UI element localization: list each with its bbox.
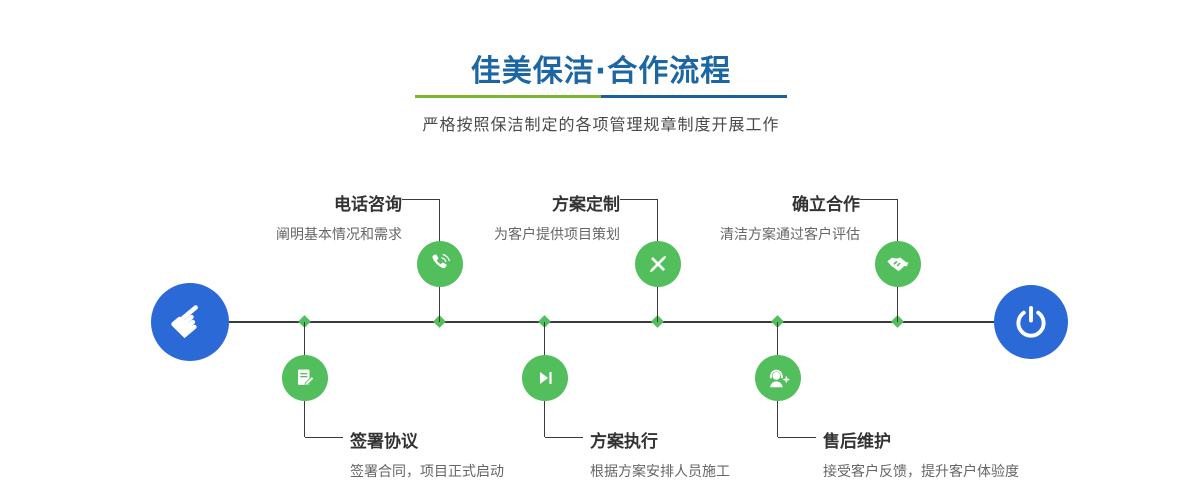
step-desc: 清洁方案通过客户评估 xyxy=(720,227,860,243)
start-node: ☛ xyxy=(151,283,229,361)
step-label: 电话咨询 xyxy=(334,195,402,215)
connector-line xyxy=(778,437,816,438)
connector-line xyxy=(657,199,658,241)
hand-pointer-icon: ☛ xyxy=(158,289,222,354)
step-texts: 确立合作 清洁方案通过客户评估 xyxy=(620,190,860,244)
step-texts: 售后维护 接受客户反馈，提升客户体验度 xyxy=(823,427,1123,481)
connector-line xyxy=(897,287,898,322)
step-desc: 接受客户反馈，提升客户体验度 xyxy=(823,464,1019,480)
play-next-icon xyxy=(539,372,552,384)
step-label: 售后维护 xyxy=(823,432,891,452)
divider-green-segment xyxy=(415,95,601,98)
end-node xyxy=(994,285,1068,359)
page-title: 佳美保洁·合作流程 xyxy=(470,54,732,89)
customer-service-icon xyxy=(769,369,790,388)
step-desc: 为客户提供项目策划 xyxy=(494,227,620,243)
step-texts: 方案执行 根据方案安排人员施工 xyxy=(590,427,890,481)
connector-line xyxy=(777,401,778,437)
connector-line xyxy=(620,199,658,200)
design-tools-icon xyxy=(649,255,667,273)
step-desc: 根据方案安排人员施工 xyxy=(590,464,730,480)
step-circle xyxy=(522,355,568,401)
connector-line xyxy=(544,401,545,437)
step-texts: 方案定制 为客户提供项目策划 xyxy=(380,190,620,244)
power-icon xyxy=(1016,305,1046,338)
phone-icon xyxy=(432,254,450,269)
connector-line xyxy=(439,287,440,322)
step-circle xyxy=(875,241,921,287)
step-desc: 签署合同，项目正式启动 xyxy=(350,464,504,480)
page-subtitle: 严格按照保洁制定的各项管理规章制度开展工作 xyxy=(422,115,780,134)
connector-line xyxy=(402,199,440,200)
connector-line xyxy=(897,199,898,241)
step-plan-customize: 方案定制 为客户提供项目策划 xyxy=(494,195,681,322)
contract-pen-icon xyxy=(298,369,315,387)
step-desc: 阐明基本情况和需求 xyxy=(276,227,402,243)
step-circle xyxy=(755,355,801,401)
step-circle xyxy=(282,355,328,401)
handshake-icon xyxy=(887,257,909,272)
step-after-sales: 售后维护 接受客户反馈，提升客户体验度 xyxy=(755,322,1019,480)
step-texts: 签署协议 签署合同，项目正式启动 xyxy=(350,427,650,481)
step-confirm-cooperation: 确立合作 清洁方案通过客户评估 xyxy=(720,195,921,322)
connector-line xyxy=(305,437,343,438)
connector-line xyxy=(545,437,583,438)
step-texts: 电话咨询 阐明基本情况和需求 xyxy=(162,190,402,244)
connector-line xyxy=(304,322,305,355)
connector-line xyxy=(439,199,440,241)
timeline-line xyxy=(229,321,994,323)
connector-line xyxy=(657,287,658,322)
step-circle xyxy=(417,241,463,287)
divider-blue-segment xyxy=(601,95,787,98)
step-circle xyxy=(635,241,681,287)
step-label: 确立合作 xyxy=(792,195,860,215)
step-label: 签署协议 xyxy=(350,432,418,452)
step-label: 方案执行 xyxy=(590,432,658,452)
step-phone-consult: 电话咨询 阐明基本情况和需求 xyxy=(276,195,463,322)
connector-line xyxy=(860,199,898,200)
title-divider xyxy=(415,95,787,98)
connector-line xyxy=(304,401,305,437)
connector-line xyxy=(777,322,778,355)
connector-line xyxy=(544,322,545,355)
step-plan-execute: 方案执行 根据方案安排人员施工 xyxy=(522,322,730,480)
step-sign-agreement: 签署协议 签署合同，项目正式启动 xyxy=(282,322,504,480)
step-label: 方案定制 xyxy=(552,195,620,215)
